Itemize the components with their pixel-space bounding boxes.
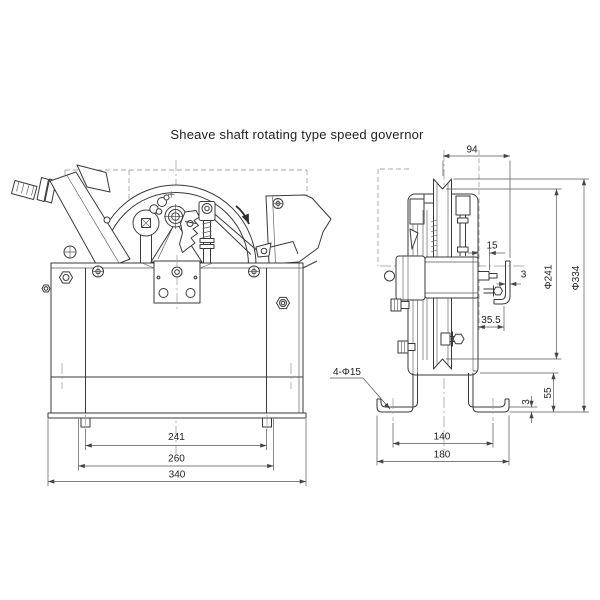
spring-hatch: [202, 221, 212, 238]
hub: [424, 256, 479, 299]
wedge: [409, 228, 419, 250]
side-bolts: [390, 298, 465, 354]
hex-bolt: [397, 340, 409, 354]
dim-3-flange: 3: [521, 399, 532, 405]
base-plate: [47, 412, 307, 419]
hex-bolt: [390, 298, 402, 312]
bearing-block: [395, 255, 426, 301]
hex-bolt: [41, 284, 51, 293]
dim-180: 180: [434, 450, 451, 461]
dim-94: 94: [466, 145, 478, 156]
cover-plate: [141, 255, 214, 309]
tension-arm-assembly: [11, 164, 131, 272]
clamp-bolt: [493, 286, 503, 296]
phantom-outline: [377, 168, 409, 266]
hex-nut: [452, 333, 465, 345]
linkage-rods: [184, 212, 257, 255]
pivot-pin: [157, 197, 167, 207]
front-view-dimensions: 241 260 340: [47, 419, 307, 486]
bolt-head: [423, 193, 435, 204]
dim-3-clamp: 3: [521, 270, 527, 281]
washer: [36, 177, 49, 202]
plate-center-bolt: [171, 266, 183, 278]
rope-clamp-bracket: [483, 260, 511, 305]
front-view: 241 260 340: [11, 160, 332, 486]
hole-centerlines: [392, 398, 494, 421]
lever-arm: [49, 171, 131, 272]
adjuster-knob: [384, 270, 395, 282]
dim-35-5: 35.5: [481, 315, 501, 326]
plate-hole: [185, 288, 196, 298]
side-view: 94 15 3 35.5 Φ241 Φ334 55 3: [330, 145, 589, 466]
dim-55: 55: [543, 387, 554, 399]
hub-assembly: [384, 251, 498, 372]
flyweight-mechanism: [132, 191, 257, 270]
drawing-title: Sheave shaft rotating type speed governo…: [170, 127, 424, 142]
shaft-end: [477, 271, 490, 281]
housing-lower-body: [50, 376, 304, 414]
dim-4-dia-15: 4-Φ15: [333, 367, 361, 378]
lower-bolt-head: [440, 332, 451, 346]
housing: [41, 260, 318, 431]
support-plates: [409, 193, 435, 373]
center-mark: [168, 191, 175, 198]
dim-241: 241: [168, 432, 185, 443]
mounting-bracket: [376, 373, 510, 421]
side-view-dimensions: 94 15 3 35.5 Φ241 Φ334 55 3: [330, 145, 589, 466]
dim-15: 15: [486, 241, 498, 252]
pivot-mount: [76, 164, 111, 193]
hex-bolt: [59, 271, 73, 284]
dim-dia-334: Φ334: [571, 265, 582, 290]
hex-bolt: [276, 296, 290, 310]
dim-260: 260: [168, 454, 185, 465]
spring-hatch: [430, 219, 438, 253]
overspeed-switch-bracket: [255, 194, 332, 265]
dim-340: 340: [169, 470, 186, 481]
plate-hole: [158, 288, 169, 298]
dim-140: 140: [434, 432, 451, 443]
rotation-arrow: [235, 205, 250, 225]
dim-dia-241: Φ241: [544, 264, 555, 289]
frame-uprights: [85, 268, 267, 413]
holes-leader: [330, 377, 391, 410]
ratchet-cam: [179, 210, 200, 253]
flyweight-stem: [140, 234, 152, 263]
